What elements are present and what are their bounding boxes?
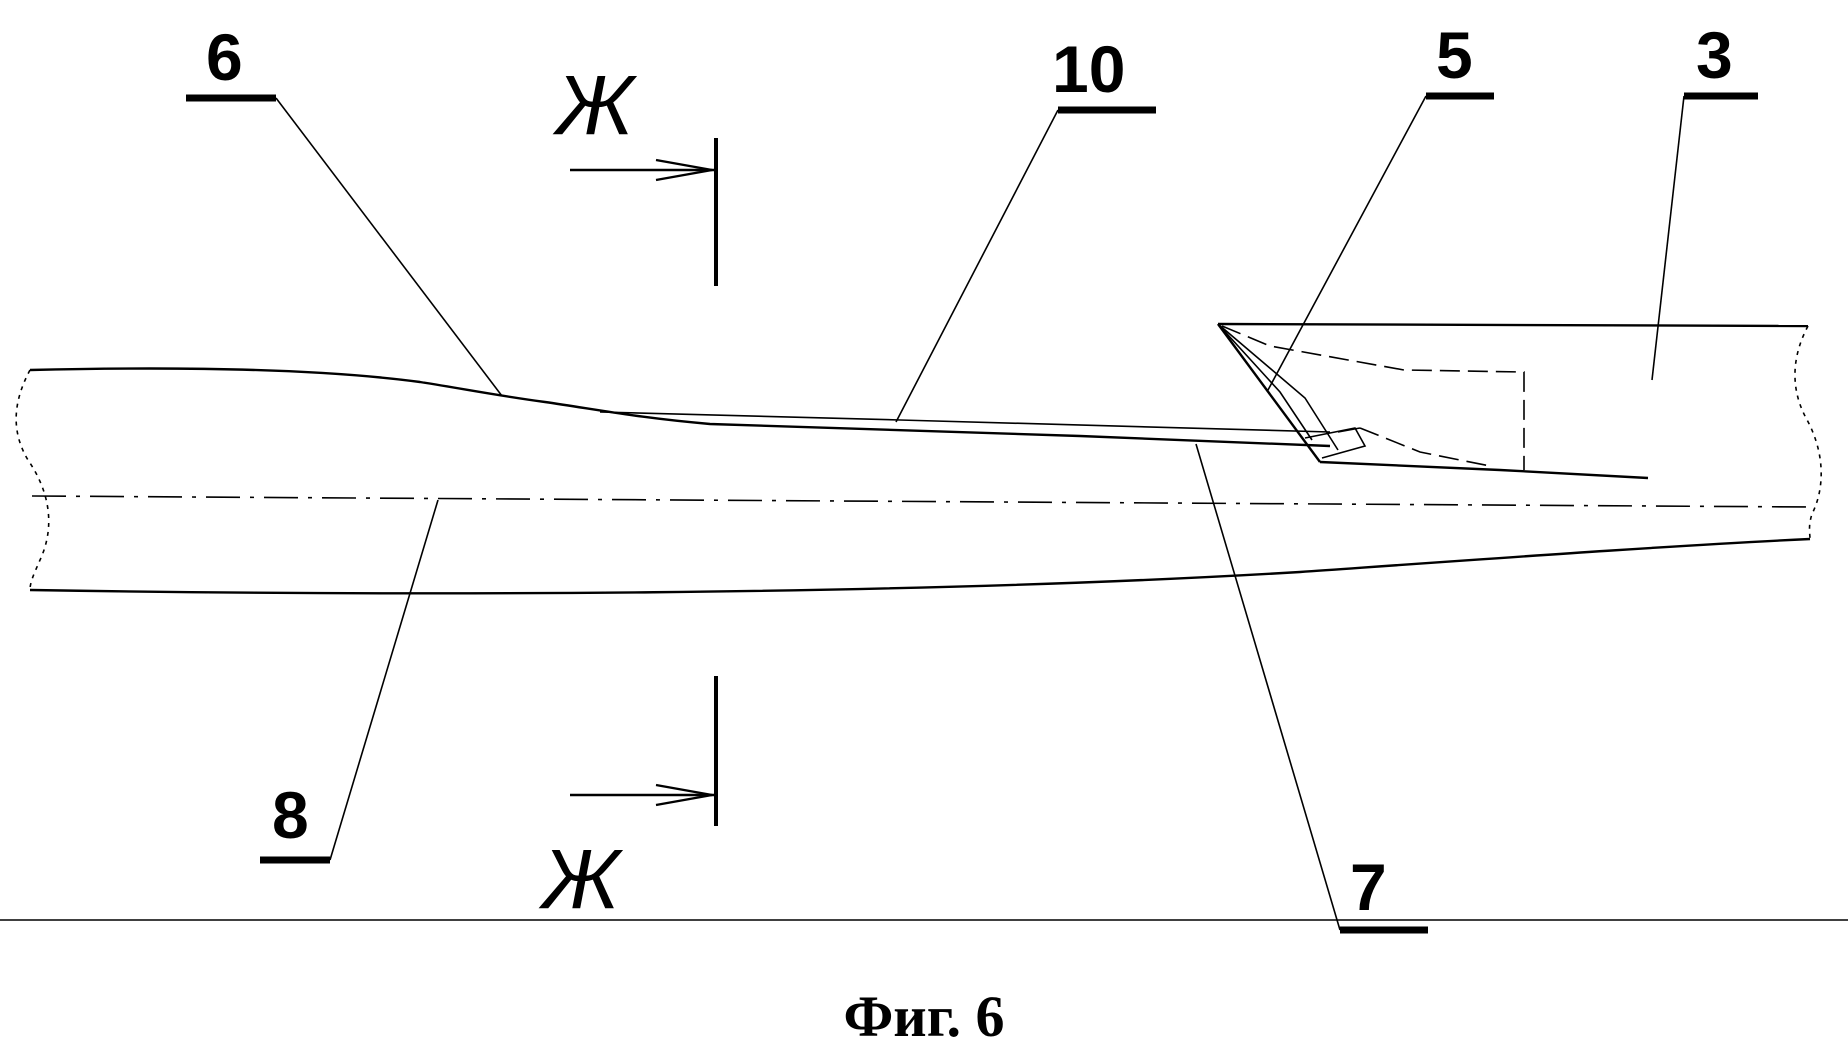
label-10-leader bbox=[895, 109, 1059, 423]
label-7: 7 bbox=[1350, 850, 1387, 924]
label-6-group: 6 bbox=[186, 20, 503, 397]
hidden-contour bbox=[1221, 325, 1525, 470]
label-5: 5 bbox=[1436, 18, 1473, 92]
label-5-leader bbox=[1267, 95, 1427, 391]
section-arrow-bottom-head bbox=[655, 783, 713, 807]
label-3-leader bbox=[1651, 95, 1685, 381]
label-6: 6 bbox=[206, 20, 243, 94]
element-10-edge bbox=[599, 411, 1331, 433]
body-top-edge bbox=[29, 367, 1331, 448]
body-outline bbox=[15, 325, 1822, 595]
section-marker-top: Ж bbox=[552, 58, 718, 286]
component-3-leading-edge-inner2 bbox=[1217, 323, 1313, 441]
label-5-group: 5 bbox=[1267, 18, 1494, 391]
label-3-group: 3 bbox=[1651, 18, 1758, 381]
component-3-top-edge bbox=[1217, 322, 1809, 328]
section-arrow-top-head bbox=[655, 158, 713, 182]
label-8-group: 8 bbox=[260, 499, 439, 864]
figure-caption: Фиг. 6 bbox=[843, 984, 1004, 1044]
wedge-detail bbox=[1304, 427, 1367, 459]
label-7-leader bbox=[1195, 443, 1341, 931]
component-3-leading-edge-inner bbox=[1217, 323, 1339, 451]
label-8-leader bbox=[329, 499, 439, 861]
section-letter-top: Ж bbox=[552, 58, 638, 152]
label-8: 8 bbox=[272, 778, 309, 852]
section-letter-bottom: Ж bbox=[538, 832, 624, 926]
component-3-leading-edge bbox=[1217, 323, 1321, 463]
body-bottom-edge bbox=[29, 537, 1811, 595]
label-6-leader bbox=[275, 97, 503, 397]
wedge-lower-line bbox=[1319, 460, 1649, 480]
center-axis bbox=[31, 495, 1813, 508]
component-3 bbox=[1217, 322, 1809, 480]
label-10: 10 bbox=[1052, 32, 1125, 106]
wedge-detail-2 bbox=[1337, 427, 1361, 433]
section-marker-bottom: Ж bbox=[538, 676, 718, 926]
label-3: 3 bbox=[1696, 18, 1733, 92]
label-10-group: 10 bbox=[895, 32, 1156, 423]
left-break-line bbox=[15, 369, 50, 591]
right-break-line bbox=[1794, 325, 1822, 540]
label-7-group: 7 bbox=[1195, 443, 1428, 934]
hidden-contour-lower bbox=[1359, 427, 1491, 467]
